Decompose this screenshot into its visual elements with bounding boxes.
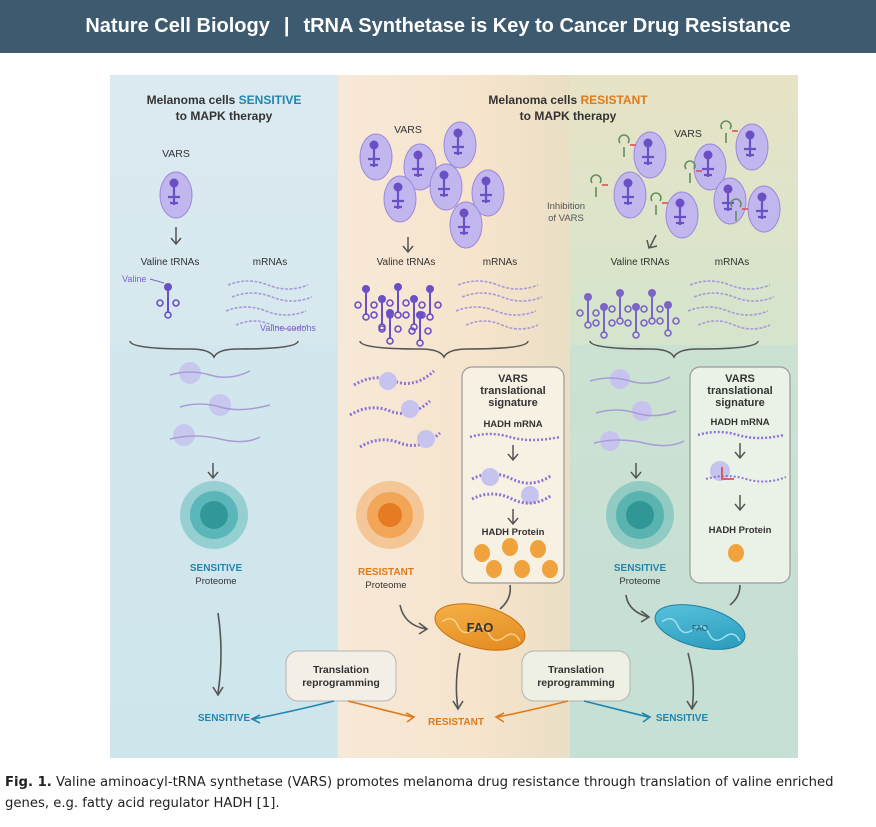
valine-codons-label: Valine codons <box>260 323 316 333</box>
merge-brace <box>359 340 529 359</box>
resistant-trna-label: Valine tRNAs <box>377 257 436 268</box>
sensitive-trna-label: Valine tRNAs <box>141 257 200 268</box>
reprogramming-box-left <box>285 650 397 702</box>
valine-label: Valine <box>122 274 146 284</box>
arrow-down-icon <box>452 652 464 711</box>
reprogramming-box-right <box>521 650 631 702</box>
fao-mitochondrion-blue <box>654 604 746 650</box>
arrow-down-icon <box>646 234 658 249</box>
hadh-protein-label: HADH Protein <box>482 527 545 538</box>
merge-brace <box>129 340 299 359</box>
mrna-strands <box>455 280 543 330</box>
arrow-down-icon <box>170 227 182 246</box>
inhibited-proteome-status: SENSITIVE <box>614 563 667 574</box>
stalled-translation-icon <box>705 461 787 483</box>
hadh-mrna-label: HADH mRNA <box>710 417 769 428</box>
signature-title: signature <box>488 397 538 409</box>
arrow-to-sensitive <box>250 700 335 724</box>
sensitive-panel-title: Melanoma cells SENSITIVE <box>147 93 302 107</box>
signature-title: translational <box>707 385 772 397</box>
outcome-sensitive-right: SENSITIVE <box>656 713 709 724</box>
ribosome-translation-group <box>349 369 442 449</box>
vars-enzyme-icon <box>158 170 194 220</box>
hadh-protein-icon <box>728 544 744 562</box>
caption-label: Fig. 1. <box>5 775 52 790</box>
inhibited-trna-label: Valine tRNAs <box>611 257 670 268</box>
journal-name: Nature Cell Biology <box>85 15 270 37</box>
caption-text: Valine aminoacyl-tRNA synthetase (VARS) … <box>5 775 834 811</box>
hadh-protein-icon <box>474 538 558 578</box>
reprogramming-label: Translation <box>548 664 604 676</box>
header-bar: Nature Cell Biology | tRNA Synthetase is… <box>0 0 876 53</box>
arrow-to-sensitive <box>583 700 652 723</box>
arrow-down-icon <box>212 612 224 697</box>
inhibited-proteome-label: Proteome <box>619 576 660 587</box>
signature-title: VARS <box>725 373 755 385</box>
reprogramming-label: reprogramming <box>537 677 615 689</box>
outcome-resistant: RESISTANT <box>428 717 484 728</box>
signature-title: VARS <box>498 373 528 385</box>
resistant-signature-box <box>461 366 565 584</box>
arrow-to-resistant <box>494 700 569 723</box>
resistant-proteome-label: Proteome <box>365 580 406 591</box>
resistant-panel-subtitle: to MAPK therapy <box>520 109 617 123</box>
arrow-down-icon <box>507 445 519 462</box>
inhibited-proteome-cluster <box>606 481 674 549</box>
reprogramming-label: reprogramming <box>302 677 380 689</box>
merge-brace <box>589 340 759 359</box>
inhibition-label: Inhibition <box>547 201 585 212</box>
figure-caption: Fig. 1. Valine aminoacyl-tRNA synthetase… <box>5 772 871 814</box>
sensitive-proteome-cluster <box>180 481 248 549</box>
fao-label-blue: FAO <box>692 624 708 633</box>
arrow-down-icon <box>734 495 746 512</box>
inhibited-vars-label: VARS <box>674 128 702 140</box>
arrow-down-icon <box>686 652 698 711</box>
inhibited-mrna-label: mRNAs <box>715 257 749 268</box>
resistant-proteome-cluster <box>356 481 424 549</box>
resistant-mrna-label: mRNAs <box>483 257 517 268</box>
hadh-protein-label: HADH Protein <box>709 525 772 536</box>
header-separator: | <box>283 15 290 37</box>
resistant-vars-label: VARS <box>394 124 422 136</box>
hadh-mrna-label: HADH mRNA <box>483 419 542 430</box>
arrow-down-icon <box>402 237 414 254</box>
inhibition-label: of VARS <box>548 213 584 224</box>
arrow-down-icon <box>734 443 746 460</box>
vars-resistance-figure: Melanoma cells SENSITIVE to MAPK therapy… <box>110 75 798 758</box>
ribosome-translation-group <box>169 362 271 446</box>
outcome-sensitive-left: SENSITIVE <box>198 713 251 724</box>
arrow-down-icon <box>507 509 519 526</box>
inhibited-signature-box <box>689 366 791 584</box>
arrow-down-icon <box>207 463 219 480</box>
arrow-down-icon <box>630 463 642 480</box>
mrna-strands <box>225 280 313 330</box>
reprogramming-label: Translation <box>313 664 369 676</box>
ribosome-translation-group <box>589 369 685 451</box>
signature-title: translational <box>480 385 545 397</box>
sensitive-proteome-status: SENSITIVE <box>190 563 243 574</box>
arrow-to-resistant <box>347 700 416 723</box>
fao-label-orange: FAO <box>467 620 494 635</box>
headline: tRNA Synthetase is Key to Cancer Drug Re… <box>303 15 791 37</box>
signature-title: signature <box>715 397 765 409</box>
resistant-proteome-status: RESISTANT <box>358 567 414 578</box>
hadh-translation-icon <box>471 468 553 505</box>
sensitive-vars-label: VARS <box>162 148 190 160</box>
sensitive-panel-subtitle: to MAPK therapy <box>176 109 273 123</box>
sensitive-proteome-label: Proteome <box>195 576 236 587</box>
fao-mitochondrion-orange <box>434 603 526 651</box>
sensitive-mrna-label: mRNAs <box>253 257 287 268</box>
resistant-panel-title: Melanoma cells RESISTANT <box>488 93 648 107</box>
mrna-strands <box>687 280 775 330</box>
